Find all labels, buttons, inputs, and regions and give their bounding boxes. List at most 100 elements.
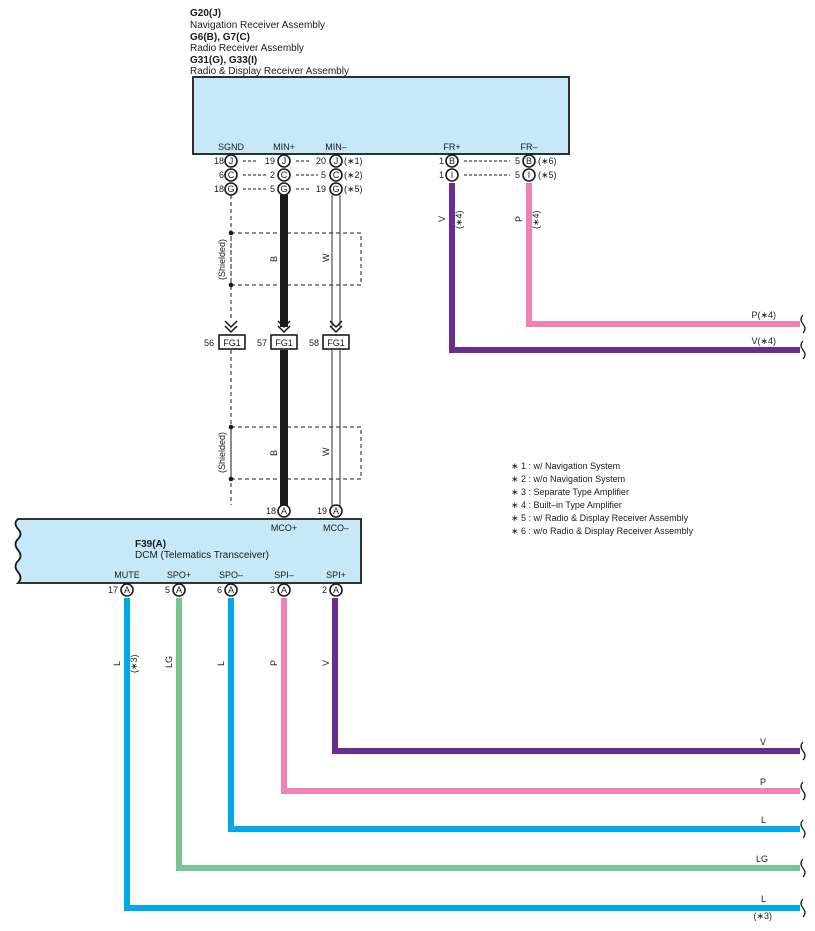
- shielded-label-upper: (Shielded): [217, 239, 227, 280]
- wire-label-star4-fr-minus: (∗4): [531, 210, 541, 229]
- wire-label-l-mute: L: [112, 661, 122, 666]
- exit-label-p: P: [760, 777, 766, 787]
- pin-number: 19: [316, 184, 326, 194]
- dcm-pin-number: 19: [317, 506, 327, 516]
- pin-letter: I: [451, 170, 454, 180]
- wire-spi-minus-pink: [281, 598, 800, 794]
- dcm-pin-number: 5: [165, 585, 170, 595]
- wire-label-p-fr: P: [514, 216, 524, 222]
- wire-spi-plus-violet: [332, 598, 800, 754]
- dcm-pin-number: 6: [217, 585, 222, 595]
- exit-label-l: L: [761, 815, 766, 825]
- pin-note: (∗5): [538, 170, 557, 180]
- pin-letter: B: [526, 156, 532, 166]
- dcm-terminal-spo-plus: SPO+: [167, 570, 191, 580]
- header-line-1: G20(J): [190, 8, 221, 19]
- exit-label-v4: V(∗4): [751, 336, 776, 346]
- dcm-pin-number: 3: [270, 585, 275, 595]
- wire-label-star3-mute: (∗3): [129, 654, 139, 673]
- connector-fg1-56: 56 FG1: [204, 334, 246, 350]
- header-line-5: G31(G), G33(I): [190, 55, 257, 66]
- header-line-4: Radio Receiver Assembly: [190, 43, 304, 54]
- dcm-title: DCM (Telematics Transceiver): [135, 550, 269, 561]
- terminal-fr-plus: FR+: [443, 142, 460, 152]
- connector-pin: 58: [309, 338, 319, 348]
- wire-label-p-spi: P: [269, 660, 279, 666]
- wire-mute-blue: [124, 598, 800, 911]
- note-1: ∗ 1 : w/ Navigation System: [511, 461, 620, 471]
- note-5: ∗ 5 : w/ Radio & Display Receiver Assemb…: [511, 513, 689, 523]
- pin-number: 5: [321, 170, 326, 180]
- wire-label-b-lower: B: [269, 450, 279, 456]
- pin-note: (∗1): [344, 156, 363, 166]
- pin-number: 18: [214, 156, 224, 166]
- dcm-terminal-spo-minus: SPO–: [219, 570, 243, 580]
- pin-letter: G: [280, 184, 287, 194]
- note-2: ∗ 2 : w/o Navigation System: [511, 474, 625, 484]
- note-3: ∗ 3 : Separate Type Amplifier: [511, 487, 629, 497]
- wire-spo-plus-lightgreen: [176, 598, 800, 871]
- dcm-pin-letter: A: [333, 506, 339, 516]
- pin-letter: C: [281, 170, 288, 180]
- wire-label-star4-fr-plus: (∗4): [454, 210, 464, 229]
- pin-letter: J: [282, 156, 287, 166]
- pin-letter: C: [228, 170, 235, 180]
- wire-label-v-spi: V: [321, 660, 331, 666]
- pin-number: 1: [439, 170, 444, 180]
- pin-letter: G: [227, 184, 234, 194]
- pin-letter: C: [333, 170, 340, 180]
- pin-note: (∗5): [344, 184, 363, 194]
- pin-note: (∗2): [344, 170, 363, 180]
- pin-letter: J: [229, 156, 234, 166]
- connector-name: FG1: [223, 338, 241, 348]
- pin-letter: I: [528, 170, 531, 180]
- connector-fg1-57: 57 FG1: [257, 334, 298, 350]
- dcm-terminal-spi-plus: SPI+: [326, 570, 346, 580]
- connector-name: FG1: [275, 338, 293, 348]
- dcm-pin-letter: A: [281, 585, 287, 595]
- terminal-sgnd: SGND: [218, 142, 245, 152]
- wire-label-lg: LG: [164, 656, 174, 668]
- notes-list: ∗ 1 : w/ Navigation System ∗ 2 : w/o Nav…: [511, 461, 694, 536]
- top-pin-row-1: 18 J 19 J 20 J (∗1): [214, 154, 363, 168]
- exit-label-lg: LG: [756, 854, 768, 864]
- dcm-terminal-mco-minus: MCO–: [323, 523, 349, 533]
- receiver-assembly-box: [192, 76, 570, 155]
- wire-label-v-fr: V: [437, 216, 447, 222]
- terminal-fr-minus: FR–: [520, 142, 537, 152]
- top-pin-row-2: 6 C 2 C 5 C (∗2): [219, 168, 363, 182]
- dcm-id: F39(A): [135, 539, 166, 550]
- fr-pin-row-2: 1 I 5 I (∗5): [439, 168, 557, 182]
- dcm-pin-letter: A: [333, 585, 339, 595]
- exit-label-l3: L: [761, 894, 766, 904]
- pin-number: 19: [265, 156, 275, 166]
- wire-label-w-upper: W: [321, 253, 331, 262]
- wire-spo-minus-blue: [228, 598, 800, 832]
- top-pin-row-3: 18 G 5 G 19 G (∗5): [214, 182, 363, 196]
- pin-number: 5: [515, 170, 520, 180]
- dcm-pin-letter: A: [176, 585, 182, 595]
- header-line-2: Navigation Receiver Assembly: [190, 20, 325, 31]
- wire-label-b-upper: B: [269, 256, 279, 262]
- wire-label-l-spo: L: [216, 661, 226, 666]
- connector-arrows: [224, 320, 343, 334]
- exit-label-l3-note: (∗3): [753, 911, 772, 921]
- note-4: ∗ 4 : Built–in Type Amplifier: [511, 500, 622, 510]
- dcm-pin-number: 17: [108, 585, 118, 595]
- shield-box-lower: [230, 426, 362, 480]
- fr-pin-row-1: 1 B 5 B (∗6): [439, 154, 557, 168]
- wire-label-w-lower: W: [321, 447, 331, 456]
- terminal-min-plus: MIN+: [273, 142, 295, 152]
- dcm-bottom-pins: 17 A 5 A 6 A 3 A 2 A: [108, 583, 343, 597]
- pin-number: 18: [214, 184, 224, 194]
- note-6: ∗ 6 : w/o Radio & Display Receiver Assem…: [511, 526, 694, 536]
- dcm-pin-letter: A: [228, 585, 234, 595]
- wire-fr-plus-violet: [449, 183, 800, 353]
- header-line-3: G6(B), G7(C): [190, 32, 250, 43]
- pin-letter: G: [332, 184, 339, 194]
- dcm-pin-letter: A: [281, 506, 287, 516]
- receiver-header: G20(J) Navigation Receiver Assembly G6(B…: [190, 8, 349, 77]
- dcm-pin-number: 18: [266, 506, 276, 516]
- dcm-terminal-spi-minus: SPI–: [274, 570, 294, 580]
